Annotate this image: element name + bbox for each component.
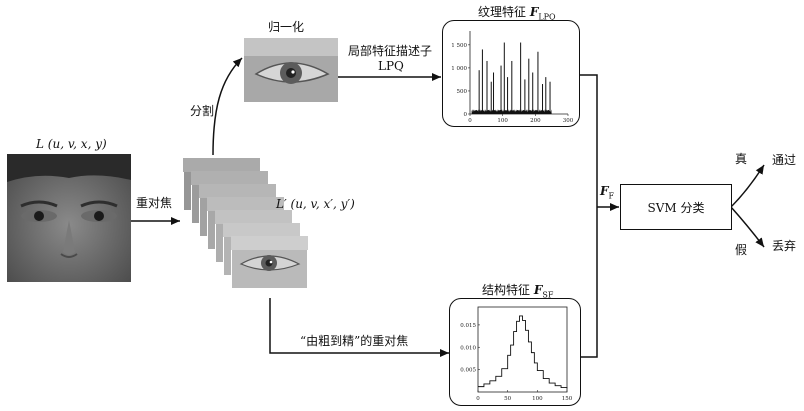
line-structure-to-fusion [581, 207, 598, 358]
structure-title-sub: SF [542, 290, 554, 300]
texture-histogram: 1 500 1 000 500 00 100 200 300 [451, 31, 574, 124]
stack-frame [231, 236, 308, 289]
pass-label: 通过 [772, 153, 797, 167]
arrow-coarse-fine [269, 298, 449, 357]
normalized-eye-image [244, 38, 338, 102]
structure-title: 结构特征 FSF [482, 283, 553, 302]
structure-y-tick-label: 0.005 [460, 368, 476, 374]
frame-highlight [269, 260, 273, 264]
svm-classifier-box: SVM 分类 [620, 184, 732, 230]
texture-x-tick-label: 300 [563, 118, 574, 124]
structure-distribution: 0.015 0.010 0.005 0 50 100 150 [460, 306, 573, 402]
structure-title-text: 结构特征 [482, 283, 534, 297]
stack-label: L′ (u, v, x′, y′) [276, 197, 355, 211]
texture-x-tick-label: 200 [530, 118, 541, 124]
structure-curve [478, 315, 568, 389]
structure-title-symbol: F [533, 283, 543, 297]
structure-feature-box: 0.015 0.010 0.005 0 50 100 150 [449, 298, 581, 406]
structure-x-tick-label: 150 [562, 396, 573, 402]
texture-title-text: 纹理特征 [478, 5, 530, 19]
texture-x-tick-label: 100 [497, 118, 508, 124]
frame-skin [183, 158, 260, 172]
structure-x-tick-label: 0 [476, 396, 480, 402]
structure-frame [477, 306, 568, 393]
frame-skin [207, 197, 284, 211]
texture-y-tick-label: 1 500 [451, 43, 467, 49]
frame-skin [191, 171, 268, 185]
texture-y-tick-label: 0 [464, 112, 468, 118]
texture-x-tick-label: 0 [468, 118, 472, 124]
structure-x-tick-label: 50 [504, 396, 511, 402]
svm-label: SVM 分类 [647, 200, 705, 215]
arrow-reject [730, 206, 765, 248]
arrow-pass [730, 164, 765, 208]
structure-x-tick-label: 100 [532, 396, 543, 402]
texture-title: 纹理特征 FLPQ [478, 5, 556, 24]
texture-y-tick-label: 1 000 [451, 66, 467, 72]
face-label: L (u, v, x, y) [36, 137, 107, 151]
texture-title-symbol: F [529, 5, 539, 19]
arrow-segment [212, 57, 243, 156]
fusion-label: FF [600, 184, 614, 203]
lpq-label-1: 局部特征描述子 [348, 44, 433, 58]
frame-skin [199, 184, 276, 198]
fusion-sub: F [608, 191, 615, 201]
frame-skin [231, 236, 308, 250]
structure-y-tick-label: 0.015 [460, 323, 476, 329]
frame-skin [215, 210, 292, 224]
face-image [7, 154, 131, 282]
lpq-label-2: LPQ [378, 59, 404, 73]
texture-title-sub: LPQ [538, 12, 556, 22]
frame-skin [223, 223, 300, 237]
reject-label: 丢弃 [772, 239, 797, 253]
refocus-label: 重对焦 [136, 196, 173, 210]
texture-y-tick-label: 500 [457, 89, 468, 95]
normalize-label: 归一化 [268, 20, 305, 34]
line-texture-to-fusion [580, 74, 598, 207]
coarse-fine-label: “由粗到精”的重对焦 [300, 334, 409, 348]
true-label: 真 [735, 152, 748, 166]
segment-label: 分割 [190, 104, 215, 118]
fusion-symbol: F [600, 184, 609, 198]
structure-y-tick-label: 0.010 [460, 345, 476, 351]
false-label: 假 [735, 243, 748, 257]
